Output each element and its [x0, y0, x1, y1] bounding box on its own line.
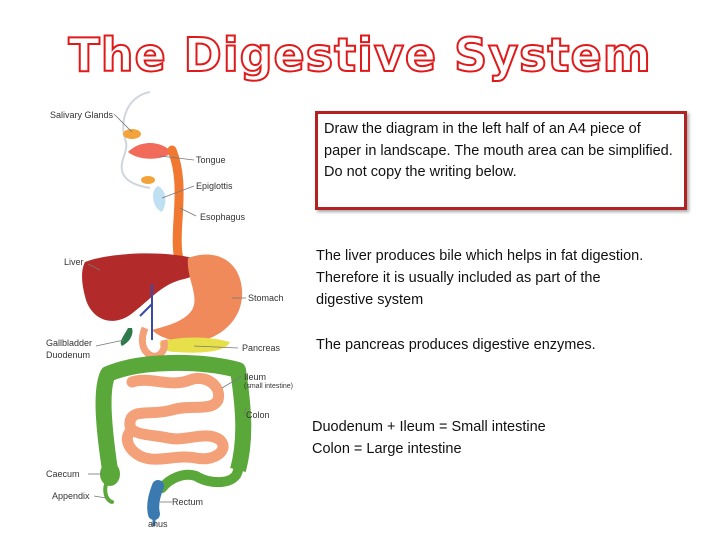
liver-shape	[82, 253, 204, 321]
instruction-text: Draw the diagram in the left half of an …	[324, 121, 673, 180]
appendix-shape	[103, 482, 114, 504]
gallbladder-shape	[120, 328, 133, 346]
label-esophagus: Esophagus	[200, 212, 246, 222]
vessel-shape	[139, 284, 153, 340]
stomach-shape	[152, 254, 243, 343]
sigmoid-colon-shape	[157, 465, 243, 493]
tongue-shape	[128, 143, 172, 159]
label-rectum: Rectum	[172, 497, 203, 507]
head-outline	[120, 91, 151, 189]
label-liver: Liver	[64, 257, 84, 267]
label-appendix: Appendix	[52, 491, 90, 501]
label-colon: Colon	[246, 410, 270, 420]
salivary-gland-shape	[123, 129, 141, 139]
label-ileum: Ileum	[244, 372, 266, 382]
colon-shape	[95, 354, 252, 473]
label-ileum-sub: (small intestine)	[244, 383, 293, 390]
label-pancreas: Pancreas	[242, 343, 281, 353]
label-caecum: Caecum	[46, 469, 80, 479]
instruction-box: Draw the diagram in the left half of an …	[315, 111, 687, 210]
page-title: The Digestive System	[67, 27, 652, 83]
rectum-shape	[147, 480, 164, 520]
small-intestine-shape	[121, 373, 229, 465]
label-tongue: Tongue	[196, 155, 226, 165]
pancreas-shape	[159, 337, 230, 353]
large-intestine-note: Colon = Large intestine	[312, 441, 462, 457]
leader-lines	[87, 113, 247, 503]
small-intestine-note: Duodenum + Ileum = Small intestine	[312, 419, 546, 435]
caecum-shape	[100, 462, 120, 486]
digestive-system-diagram: Salivary Glands Tongue Epiglottis Esopha…	[46, 91, 293, 529]
epiglottis-shape	[153, 186, 166, 212]
label-epiglottis: Epiglottis	[196, 181, 233, 191]
label-salivary-glands: Salivary Glands	[50, 110, 114, 120]
pancreas-note: The pancreas produces digestive enzymes.	[316, 337, 596, 353]
label-stomach: Stomach	[248, 293, 284, 303]
liver-note: The liver produces bile which helps in f…	[316, 248, 644, 308]
label-duodenum: Duodenum	[46, 350, 90, 360]
label-anus: anus	[148, 519, 168, 529]
salivary-gland-shape	[141, 176, 155, 184]
esophagus-shape	[167, 145, 187, 270]
label-gallbladder: Gallbladder	[46, 338, 92, 348]
